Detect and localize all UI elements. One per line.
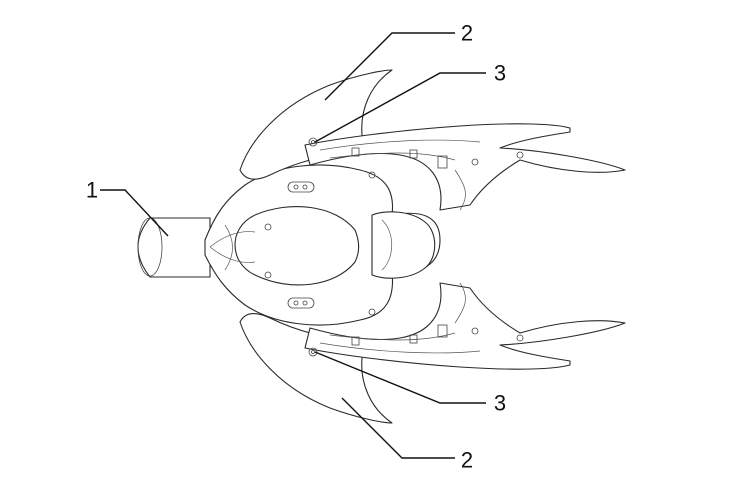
callout-3-top-label: 3 xyxy=(494,61,506,86)
leader-2-top xyxy=(324,32,455,101)
part-3-upper-screw xyxy=(308,137,318,147)
leader-2-bottom xyxy=(341,397,455,459)
leader-1 xyxy=(100,189,169,237)
callout-1-label: 1 xyxy=(86,178,98,203)
lower-rear-rail xyxy=(304,282,626,370)
callout-2-bottom-label: 2 xyxy=(461,448,473,473)
leader-3-bottom xyxy=(314,351,486,404)
callout-2-top-label: 2 xyxy=(461,21,473,46)
part-3-lower-screw xyxy=(308,347,318,357)
part-1-tail-lamp xyxy=(137,217,211,278)
leader-lines xyxy=(100,32,486,459)
tail-cowl-body xyxy=(204,164,441,326)
part-2-upper-side-cover xyxy=(239,69,393,180)
part-2-lower-side-cover xyxy=(239,313,393,424)
callout-3-bottom-label: 3 xyxy=(494,391,506,416)
leader-3-top xyxy=(314,72,486,143)
upper-rear-rail xyxy=(304,123,626,211)
